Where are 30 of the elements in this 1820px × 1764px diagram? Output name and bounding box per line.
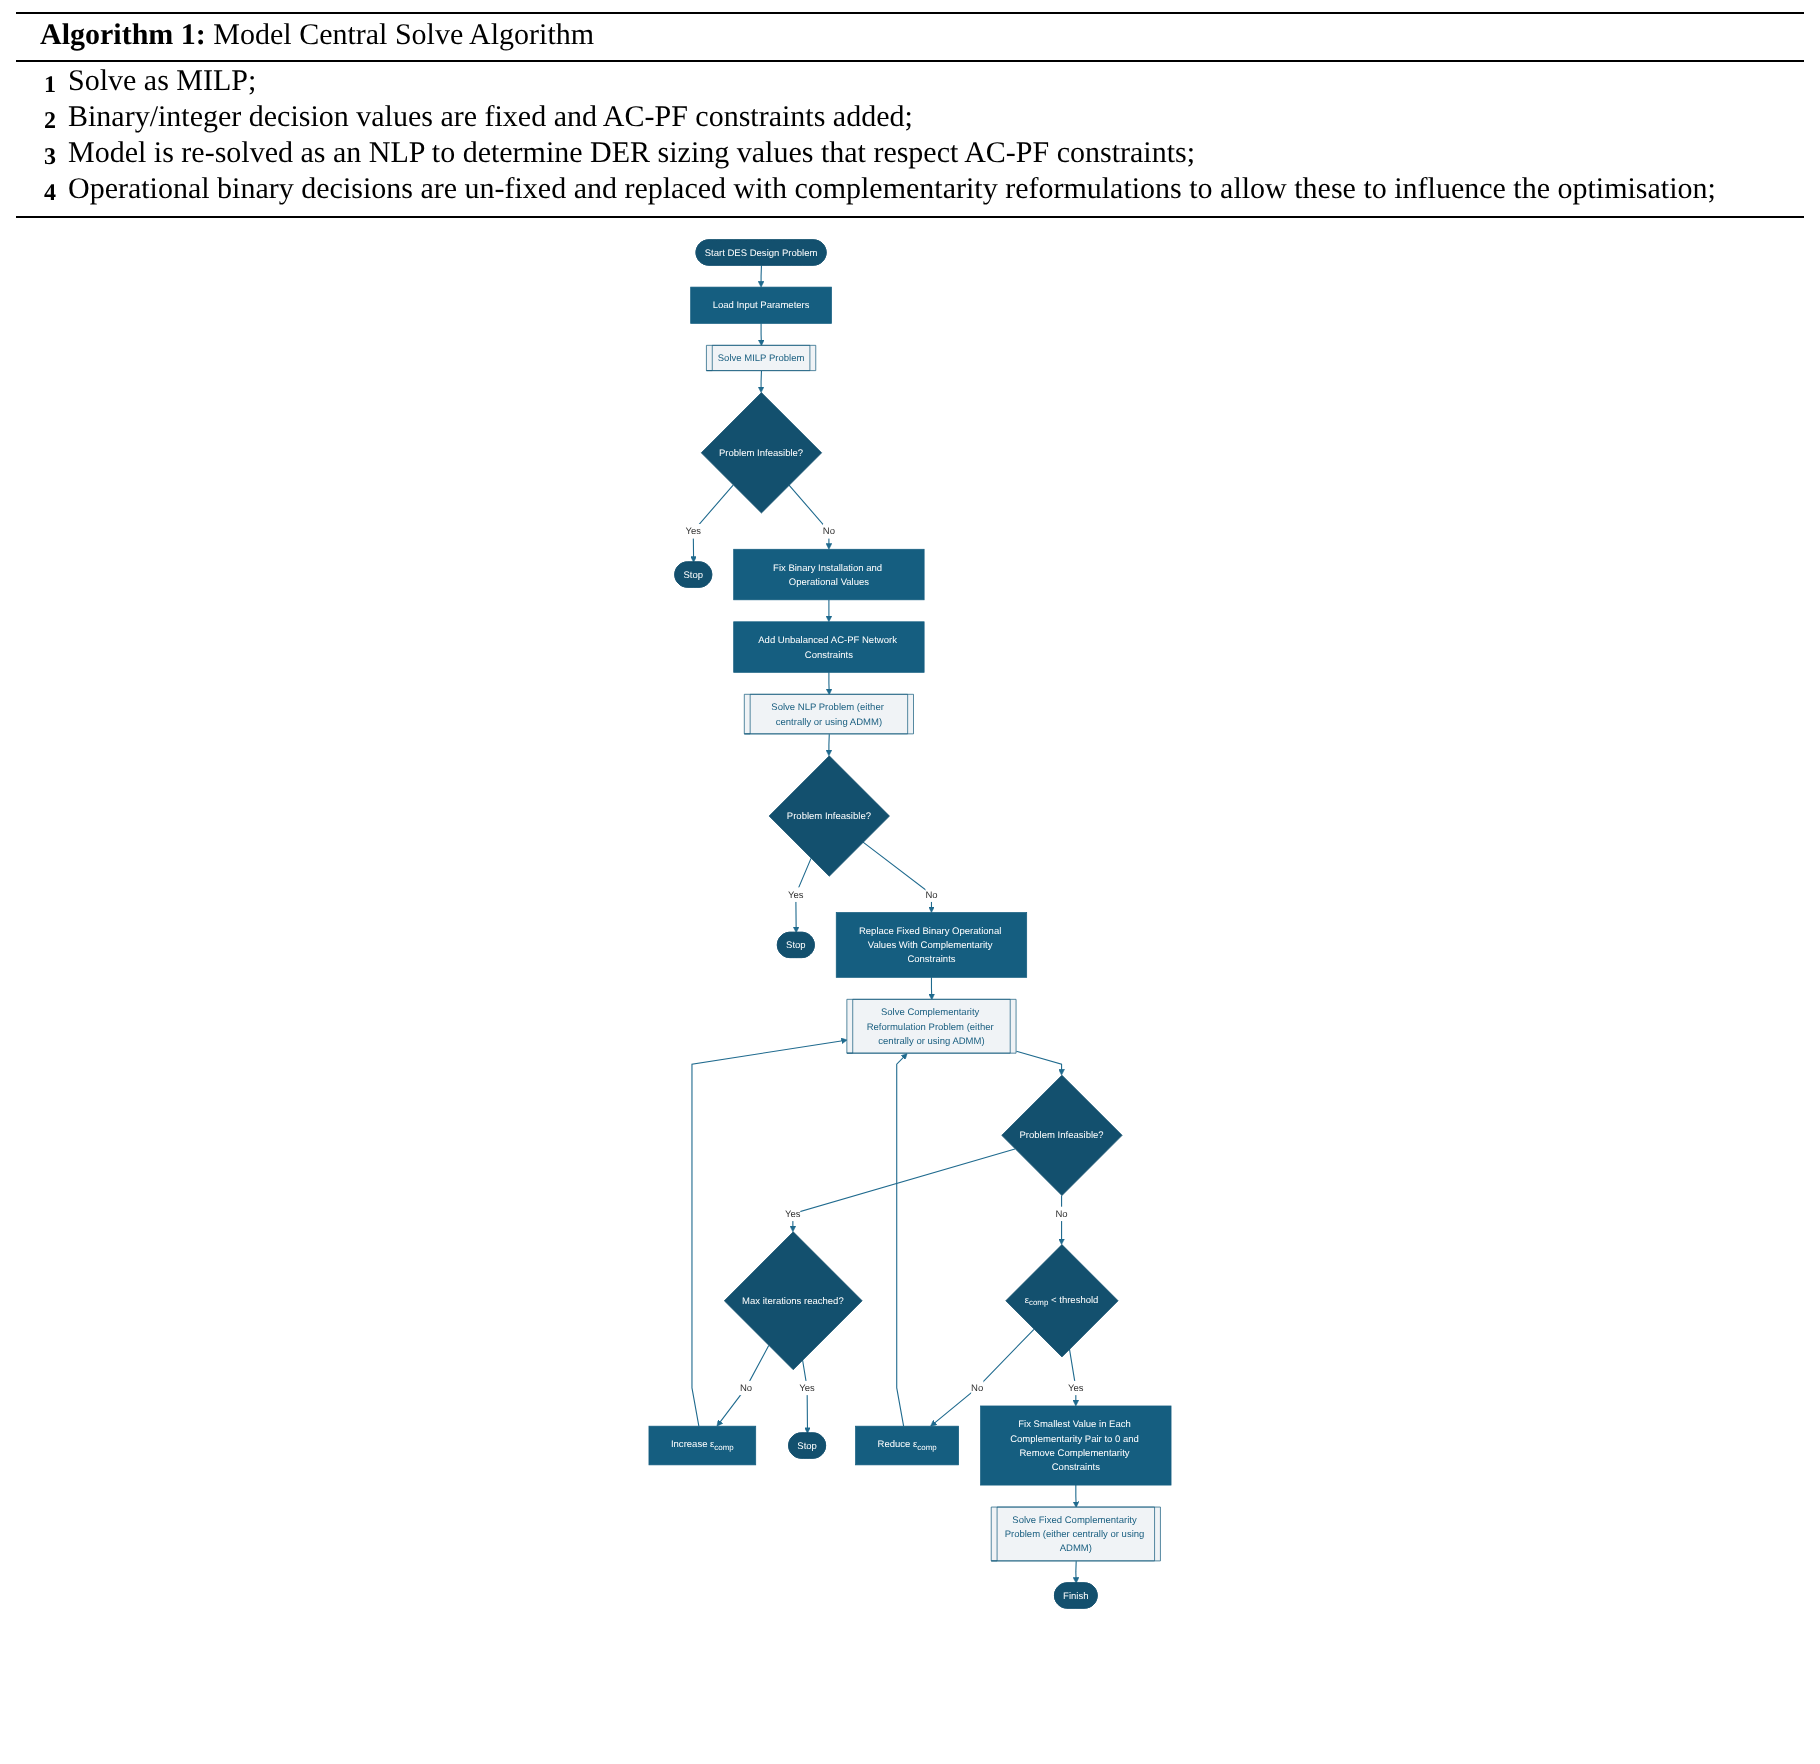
arrow [716, 1345, 770, 1427]
algorithm-step: Operational binary decisions are un-fixed and replaced with complementarity reformulations to allow these to influence the optimisation; [68, 174, 1804, 208]
arrow [1015, 1050, 1065, 1076]
arrow [862, 841, 935, 913]
arrow [758, 322, 765, 346]
arrow [1072, 1484, 1080, 1508]
algorithm-step: Model is re-solved as an NLP to determine DER sizing values that respect AC-PF constraints; [68, 138, 1804, 172]
arrow [690, 484, 734, 563]
algorithm-title: Algorithm 1: Model Central Solve Algorithm [40, 20, 595, 52]
arrow [825, 599, 833, 623]
line-number: 4 [42, 176, 58, 208]
arrow [896, 1053, 908, 1427]
line-number: 3 [42, 140, 58, 172]
arrow [930, 1328, 1035, 1427]
arrow [1072, 1560, 1080, 1584]
arrow [757, 264, 765, 288]
arrow [928, 976, 935, 1000]
arrow [802, 1359, 811, 1434]
arrow [825, 733, 833, 757]
arrow [788, 484, 833, 550]
line-number: 1 [42, 68, 58, 100]
algorithm-step: Solve as MILP; [68, 66, 1804, 100]
arrow [757, 370, 765, 393]
arrow [691, 1037, 848, 1427]
arrow [1068, 1348, 1080, 1407]
arrow [789, 1148, 1016, 1233]
algorithm-step: Binary/integer decision values are fixed and AC-PF constraints added; [68, 102, 1804, 136]
line-number: 2 [42, 104, 58, 136]
arrow [825, 671, 833, 695]
arrow [792, 857, 812, 933]
